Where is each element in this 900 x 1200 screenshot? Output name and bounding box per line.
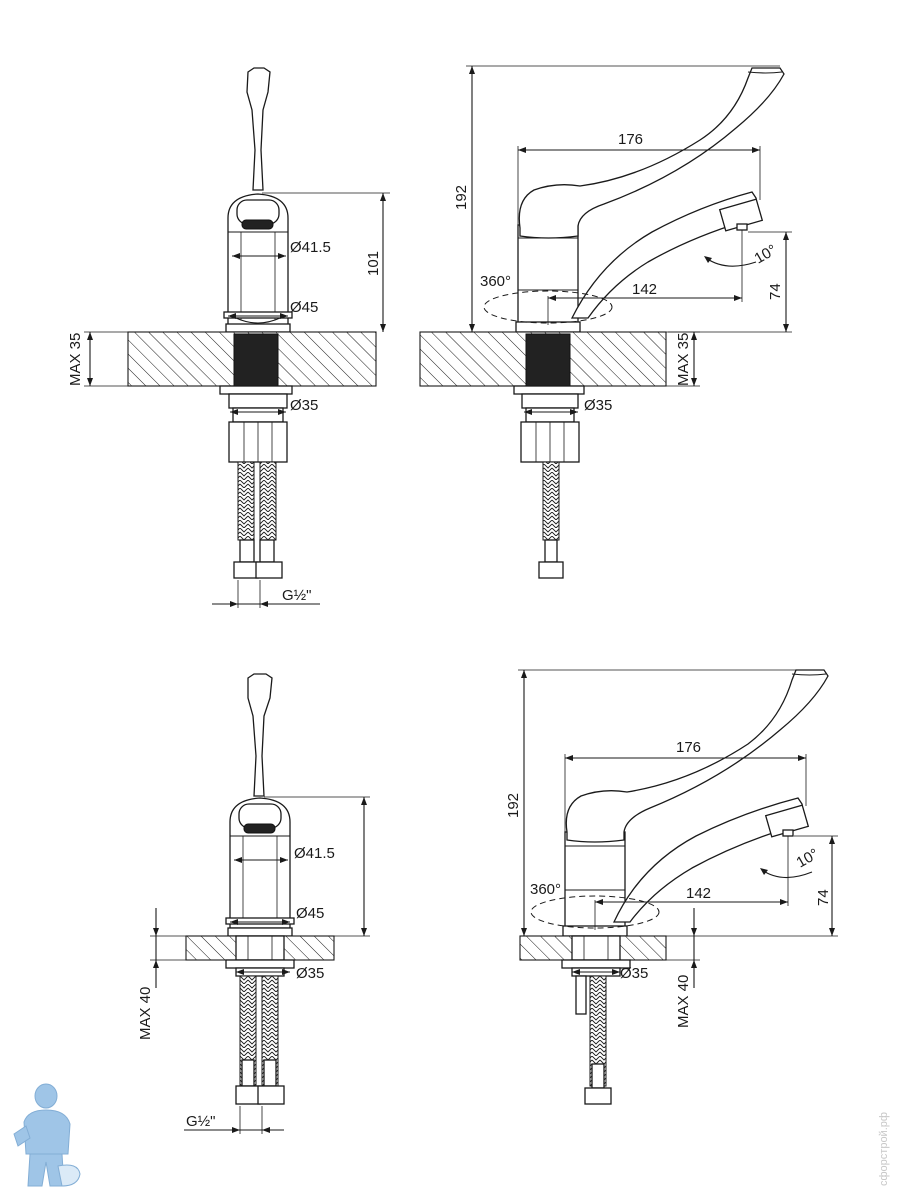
dim-overall-height: 192: [505, 793, 522, 818]
front-view-top: Ø41.5 Ø45 Ø35 101 MAX 35 G½": [67, 67, 390, 608]
lever-handle: [518, 67, 785, 239]
spout: [612, 797, 805, 923]
dim-shank-diameter: Ø35: [296, 965, 324, 982]
dim-spout-reach: 142: [686, 885, 711, 902]
dim-base-diameter: Ø45: [290, 299, 318, 316]
dim-shank-diameter: Ø35: [290, 397, 318, 414]
flex-hose: [237, 461, 255, 541]
dim-rotation: 360°: [530, 881, 561, 898]
dim-spout-height: 74: [767, 283, 784, 300]
dim-hole-diameter: Ø41.5: [290, 239, 331, 256]
lever-handle: [565, 669, 829, 843]
dim-base-diameter: Ø45: [296, 905, 324, 922]
plumber-mascot-logo: [13, 1083, 81, 1187]
dim-shank-diameter: Ø35: [584, 397, 612, 414]
flex-hose: [542, 461, 560, 541]
lever-handle: [247, 673, 273, 797]
watermark-text: сфорстрой.рф: [878, 1112, 890, 1186]
dim-shank-diameter: Ø35: [620, 965, 648, 982]
dim-spout-reach: 142: [632, 281, 657, 298]
front-view-bottom: Ø41.5 Ø45 Ø35 MAX 40 G½": [137, 673, 370, 1134]
mounting-shank: [233, 333, 279, 387]
dim-reach: 176: [676, 739, 701, 756]
mounting-shank: [525, 333, 571, 387]
dim-reach: 176: [618, 131, 643, 148]
dim-max-deck: MAX 35: [675, 333, 692, 386]
dim-max-deck: MAX 40: [675, 975, 692, 1028]
dim-max-deck: MAX 35: [67, 333, 84, 386]
dim-overall-height: 192: [453, 185, 470, 210]
flex-hose: [259, 461, 277, 541]
dim-max-deck: MAX 40: [137, 987, 154, 1040]
dim-tilt: 10°: [752, 241, 780, 267]
dim-hole-diameter: Ø41.5: [294, 845, 335, 862]
dim-thread: G½": [282, 587, 312, 604]
dim-height: 101: [365, 251, 382, 276]
dim-rotation: 360°: [480, 273, 511, 290]
side-view-bottom: 360° Ø35 192 176 142 10°: [505, 669, 838, 1105]
dim-tilt: 10°: [794, 845, 822, 871]
site-watermark: сфорстрой.рф: [876, 1078, 892, 1188]
dim-thread: G½": [186, 1113, 216, 1130]
lever-handle: [246, 67, 271, 191]
dim-spout-height: 74: [815, 889, 832, 906]
side-view-top: 360° Ø35 192 176 142: [419, 65, 792, 579]
